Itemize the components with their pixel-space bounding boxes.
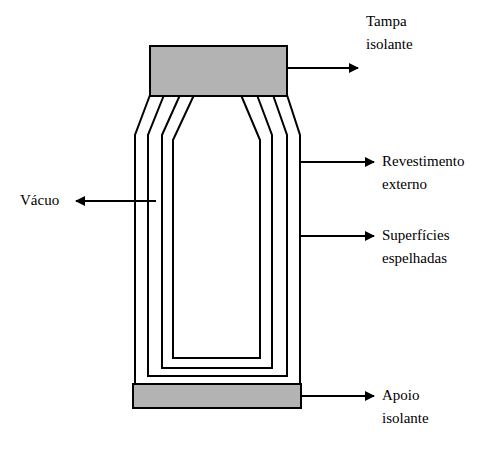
leader-arrow	[300, 161, 374, 163]
insulating-lid	[150, 46, 287, 96]
leader-arrow	[287, 67, 358, 69]
leader-arrow	[76, 200, 156, 202]
mirrored-surface	[162, 95, 272, 368]
leader-arrow	[301, 395, 374, 397]
part-label: Apoio isolante	[382, 384, 466, 430]
outer-casing	[287, 95, 300, 384]
mirrored-surface	[148, 95, 287, 376]
inner-flask	[173, 95, 260, 358]
part-label: Tampa isolante	[366, 10, 450, 56]
insulating-base	[133, 384, 301, 408]
leader-arrow	[300, 235, 374, 237]
part-label: Superfícies espelhadas	[382, 224, 486, 270]
part-label: Revestimento externo	[382, 150, 486, 196]
part-label: Vácuo	[20, 189, 80, 212]
